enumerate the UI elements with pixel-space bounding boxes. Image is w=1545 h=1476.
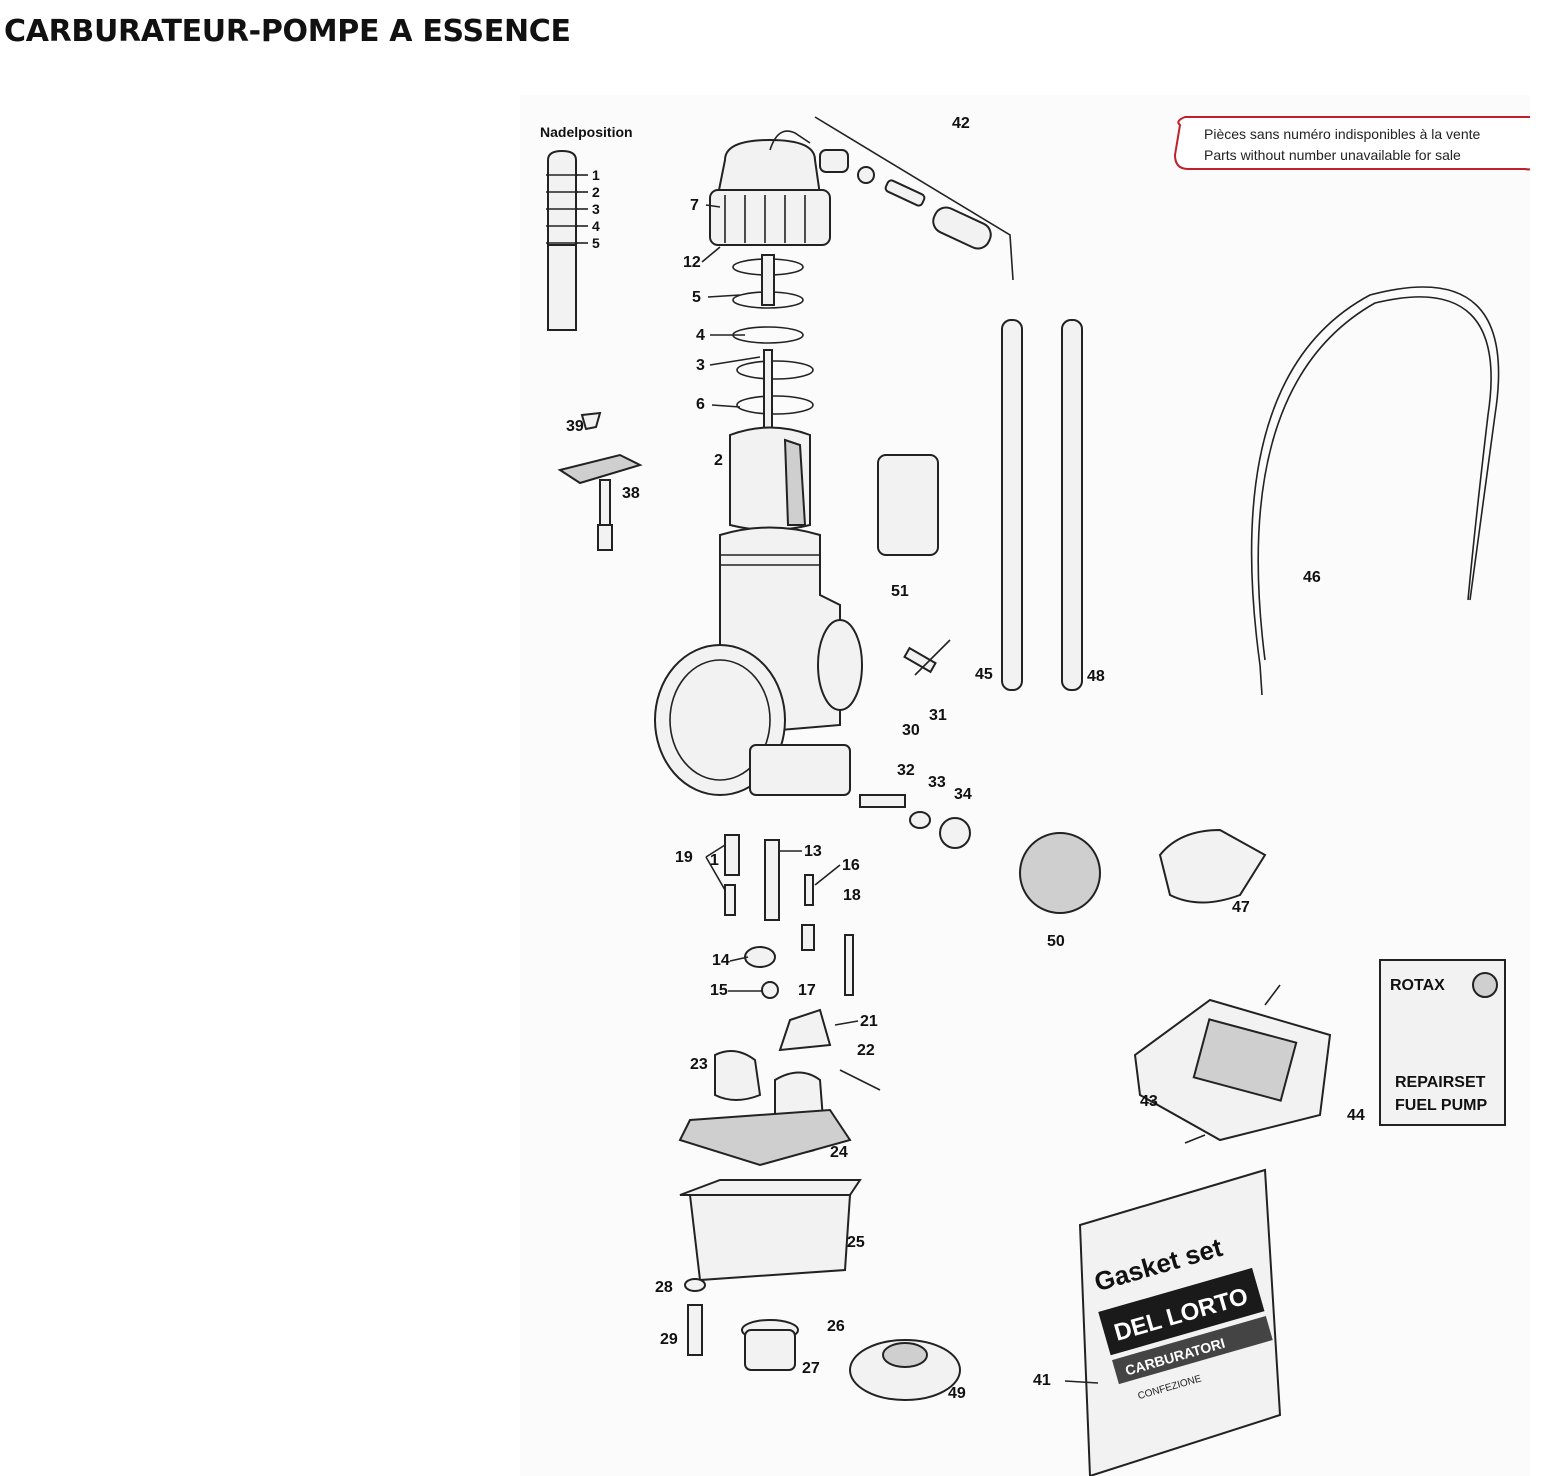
callout-5: 5 <box>692 289 701 306</box>
float-bowl <box>679 1179 961 1401</box>
diagram-canvas: Pièces sans numéro indisponibles à la ve… <box>540 115 1530 1476</box>
throttle-slide <box>729 426 811 531</box>
cable-fitting-group <box>814 116 1014 281</box>
callout-33: 33 <box>928 774 946 791</box>
needle-pos-5: 5 <box>592 235 600 251</box>
callout-38: 38 <box>622 485 640 502</box>
callout-27: 27 <box>802 1360 820 1377</box>
callout-48: 48 <box>1087 668 1105 685</box>
needle-position-label: Nadelposition <box>540 124 633 140</box>
needle-pos-2: 2 <box>592 184 600 200</box>
exploded-parts-diagram: Pièces sans numéro indisponibles à la ve… <box>520 95 1530 1476</box>
callout-44: 44 <box>1347 1107 1365 1124</box>
rotax-repairset-box: ROTAX REPAIRSET FUEL PUMP <box>1379 959 1506 1126</box>
hose-48 <box>1061 319 1083 691</box>
needle-top <box>547 149 577 246</box>
callout-19: 19 <box>675 849 693 866</box>
needle-shaft <box>547 244 577 331</box>
callout-30: 30 <box>902 722 920 739</box>
callout-41: 41 <box>1033 1372 1051 1389</box>
callout-42: 42 <box>952 115 970 132</box>
needle-position-detail: Nadelposition 1 2 3 4 5 <box>540 124 633 331</box>
fuel-filter-round <box>1019 832 1101 914</box>
callout-2: 2 <box>714 452 723 469</box>
callout-34: 34 <box>954 786 972 803</box>
carb-top-cap <box>709 130 831 246</box>
callout-7: 7 <box>690 197 699 214</box>
carb-body <box>654 526 863 796</box>
callout-51: 51 <box>891 583 909 600</box>
callout-49: 49 <box>948 1385 966 1402</box>
callout-17: 17 <box>798 982 816 999</box>
callout-23: 23 <box>690 1056 708 1073</box>
page-title: CARBURATEUR-POMPE A ESSENCE <box>4 14 571 49</box>
needle-pos-3: 3 <box>592 201 600 217</box>
callout-16: 16 <box>842 857 860 874</box>
callout-22: 22 <box>857 1042 875 1059</box>
callout-14: 14 <box>712 952 730 969</box>
callout-28: 28 <box>655 1279 673 1296</box>
note-line-en: Parts without number unavailable for sal… <box>1204 147 1461 163</box>
inline-fuel-filter <box>1158 828 1267 904</box>
callout-4: 4 <box>696 327 705 344</box>
rotax-brand: ROTAX <box>1390 977 1445 994</box>
callout-12: 12 <box>683 254 701 271</box>
callout-43: 43 <box>1140 1093 1158 1110</box>
callout-25: 25 <box>847 1234 865 1251</box>
misc-parts-middle <box>859 454 1267 914</box>
needle-pos-1: 1 <box>592 167 600 183</box>
callout-47: 47 <box>1232 899 1250 916</box>
callout-24: 24 <box>830 1144 848 1161</box>
float-assembly <box>678 1008 881 1167</box>
callout-46: 46 <box>1303 569 1321 586</box>
callout-32: 32 <box>897 762 915 779</box>
spring-assembly <box>732 254 814 431</box>
callout-39: 39 <box>566 418 584 435</box>
throttle-cable <box>1250 286 1500 696</box>
fuel-pump-body <box>1133 984 1332 1144</box>
small-parts-left <box>557 411 854 999</box>
gasket-set-bag: Gasket set DEL LORTO CARBURATORI CONFEZI… <box>1078 1168 1282 1476</box>
callout-13: 13 <box>804 843 822 860</box>
callout-50: 50 <box>1047 933 1065 950</box>
fuel-hoses <box>1001 319 1083 691</box>
callout-21: 21 <box>860 1013 878 1030</box>
unavailable-parts-note: Pièces sans numéro indisponibles à la ve… <box>1173 116 1530 171</box>
filter-sleeve <box>877 454 939 556</box>
hose-45 <box>1001 319 1023 691</box>
callout-45: 45 <box>975 666 993 683</box>
repairset-line1: REPAIRSET <box>1395 1074 1486 1091</box>
note-line-fr: Pièces sans numéro indisponibles à la ve… <box>1204 126 1480 142</box>
callout-1: 1 <box>710 852 719 869</box>
callout-31: 31 <box>929 707 947 724</box>
callout-29: 29 <box>660 1331 678 1348</box>
part-callouts: 1 2 3 4 5 6 7 12 13 14 15 16 17 18 19 21… <box>566 115 1365 1402</box>
callout-15: 15 <box>710 982 728 999</box>
callout-26: 26 <box>827 1318 845 1335</box>
callout-3: 3 <box>696 357 705 374</box>
callout-6: 6 <box>696 396 705 413</box>
repairset-line2: FUEL PUMP <box>1395 1097 1487 1114</box>
callout-18: 18 <box>843 887 861 904</box>
note-border <box>1173 116 1530 171</box>
needle-pos-4: 4 <box>592 218 600 234</box>
leader-lines <box>701 204 1099 1384</box>
